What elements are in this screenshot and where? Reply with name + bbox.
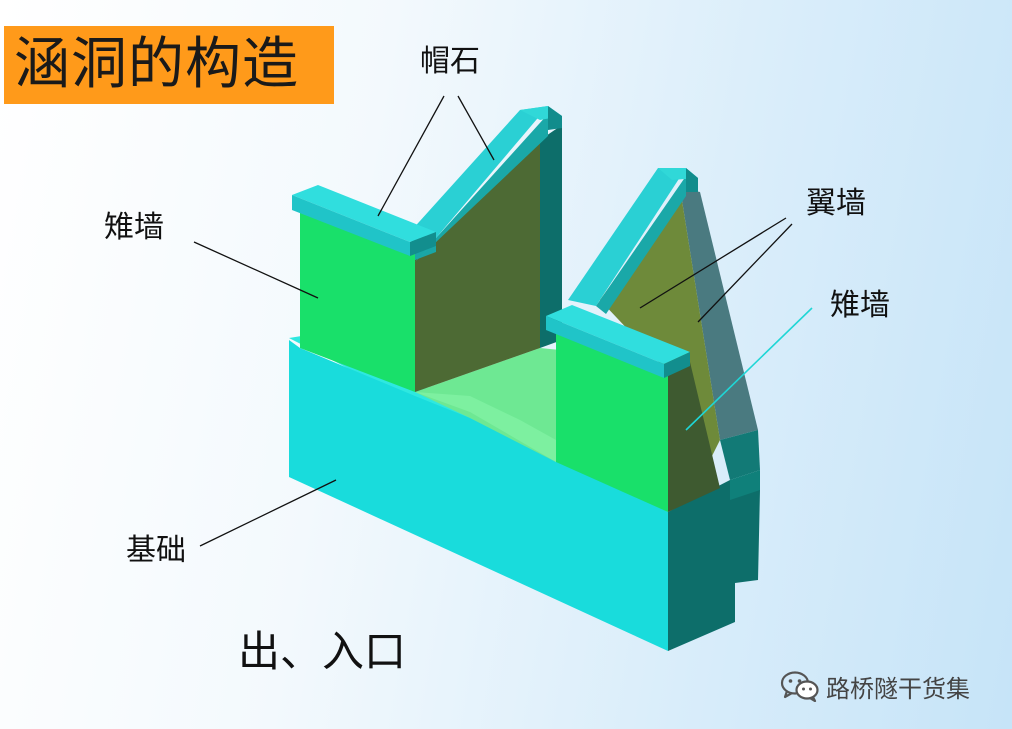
right-end-wall-side	[668, 362, 720, 512]
leader-coping-right	[457, 95, 495, 161]
right-wing-coping-cap-side	[686, 168, 698, 192]
caption: 出、入口	[238, 627, 407, 676]
label-wing-wall: 翼墙	[806, 186, 866, 221]
leader-wing-wall-1	[639, 217, 787, 309]
left-wing-coping-top	[410, 106, 548, 238]
culvert-floor-curve	[415, 392, 556, 462]
left-coping-front	[292, 195, 410, 256]
right-coping-front	[546, 316, 664, 378]
left-coping-top	[292, 185, 436, 242]
label-end-wall-right: 雉墙	[830, 288, 890, 323]
watermark-text: 路桥隧干货集	[826, 674, 970, 703]
left-wing-coping-slope	[415, 114, 548, 262]
right-wing-coping-slope	[596, 176, 686, 314]
leader-end-wall-left	[193, 241, 319, 299]
watermark: 路桥隧干货集	[780, 668, 970, 704]
leader-foundation	[199, 479, 337, 547]
leader-lines	[193, 95, 793, 547]
right-wing-wall-far	[680, 188, 758, 440]
left-end-wall-front	[300, 206, 415, 392]
label-end-wall-left: 雉墙	[104, 210, 164, 245]
leader-end-wall-right	[685, 307, 813, 431]
page-title: 涵洞的构造	[14, 32, 299, 97]
right-foundation-back	[720, 430, 760, 480]
leader-wing-wall-2	[697, 223, 793, 323]
label-foundation: 基础	[126, 533, 186, 568]
left-coping-end	[410, 232, 436, 256]
right-coping-top	[546, 305, 690, 364]
right-wing-coping-top	[568, 168, 686, 306]
left-wing-coping-cap-side	[548, 106, 562, 130]
leader-coping-left	[377, 95, 445, 217]
right-end-wall-front	[556, 328, 668, 512]
title-box: 涵洞的构造	[4, 26, 334, 104]
left-wing-wall-side	[415, 140, 540, 392]
foundation-right-side	[668, 480, 760, 651]
label-coping-stone: 帽石	[420, 44, 480, 79]
right-coping-end	[664, 352, 690, 378]
left-wing-wall-back	[540, 125, 562, 348]
foundation-front	[289, 340, 668, 651]
wechat-icon	[780, 671, 819, 702]
